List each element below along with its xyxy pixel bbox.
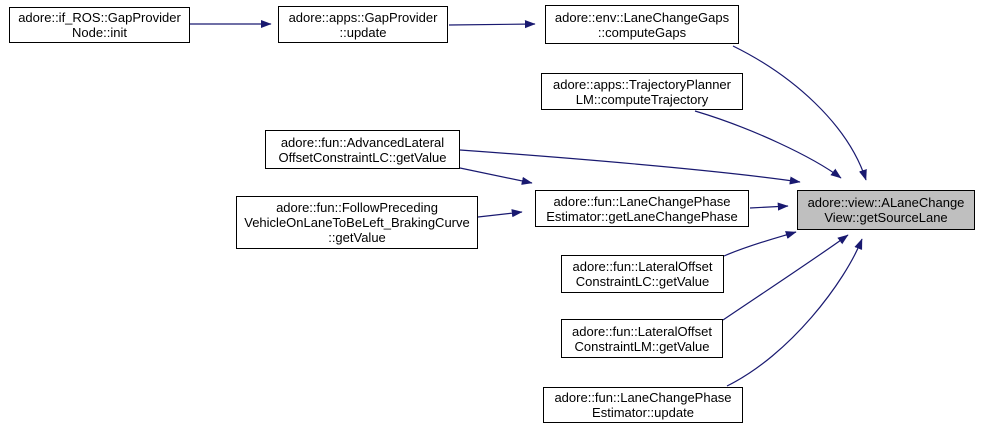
node-label-line: ::update <box>339 24 387 40</box>
node-label-line: adore::apps::TrajectoryPlanner <box>552 76 731 92</box>
node-advanced-lateral-offset-constraint-lc-get-value[interactable]: adore::fun::AdvancedLateral OffsetConstr… <box>265 130 460 169</box>
node-lateral-offset-constraint-lm-get-value[interactable]: adore::fun::LateralOffset ConstraintLM::… <box>561 319 723 358</box>
node-label-line: ::getValue <box>328 230 386 245</box>
edge-update-to-computegaps <box>448 20 536 29</box>
node-follow-preceding-vehicle-braking-curve-get-value[interactable]: adore::fun::FollowPreceding VehicleOnLan… <box>236 196 478 249</box>
node-label-line: adore::env::LaneChangeGaps <box>554 9 730 25</box>
edge-estimatorupdate-to-getsourcelane <box>726 238 863 387</box>
node-label-line: Estimator::update <box>592 405 694 420</box>
edge-lateraloffsetlm-to-getsourcelane <box>722 234 849 321</box>
node-label-line: ::computeGaps <box>597 24 687 40</box>
node-label-line: adore::view::ALaneChange <box>807 195 965 210</box>
edge-trajectoryplannerlm-to-getsourcelane <box>694 110 842 179</box>
node-gap-provider-update[interactable]: adore::apps::GapProvider ::update <box>278 6 448 43</box>
node-lateral-offset-constraint-lc-get-value[interactable]: adore::fun::LateralOffset ConstraintLC::… <box>561 255 724 293</box>
node-label-line: OffsetConstraintLC::getValue <box>278 149 447 165</box>
node-alanechangeview-get-source-lane: adore::view::ALaneChange View::getSource… <box>797 190 975 230</box>
node-label-line: adore::fun::LaneChangePhase <box>553 193 731 209</box>
edge-followpreceding-to-getlanechangephase <box>477 209 523 218</box>
node-label-line: Estimator::getLaneChangePhase <box>546 208 738 224</box>
node-label-line: LM::computeTrajectory <box>575 91 709 107</box>
node-lane-change-phase-estimator-get-lane-change-phase[interactable]: adore::fun::LaneChangePhase Estimator::g… <box>535 190 749 227</box>
edge-lateraloffsetlc-to-getsourcelane <box>723 231 797 257</box>
node-label-line: adore::fun::FollowPreceding <box>276 200 438 215</box>
edge-advancedlateral-to-getlanechangephase <box>459 167 533 185</box>
edge-getlanechangephase-to-getsourcelane <box>749 202 789 211</box>
node-gap-provider-node-init[interactable]: adore::if_ROS::GapProvider Node::init <box>9 7 190 43</box>
node-lane-change-gaps-compute-gaps[interactable]: adore::env::LaneChangeGaps ::computeGaps <box>545 5 739 44</box>
node-label-line: adore::fun::LateralOffset <box>572 323 712 339</box>
node-label-line: ConstraintLM::getValue <box>574 338 710 354</box>
node-label-line: adore::if_ROS::GapProvider <box>18 10 181 25</box>
node-label-line: adore::apps::GapProvider <box>288 9 438 25</box>
node-lane-change-phase-estimator-update[interactable]: adore::fun::LaneChangePhase Estimator::u… <box>543 387 743 423</box>
edge-computegaps-to-getsourcelane <box>732 45 867 181</box>
node-label-line: VehicleOnLaneToBeLeft_BrakingCurve <box>244 215 470 230</box>
node-label-line: adore::fun::AdvancedLateral <box>280 134 445 150</box>
node-trajectory-planner-lm-compute-trajectory[interactable]: adore::apps::TrajectoryPlanner LM::compu… <box>541 73 743 110</box>
node-label-line: ConstraintLC::getValue <box>575 274 710 289</box>
node-label-line: adore::fun::LaneChangePhase <box>554 390 732 405</box>
node-label-line: Node::init <box>72 25 127 40</box>
node-label-line: View::getSourceLane <box>824 210 948 225</box>
edge-advancedlateral-to-getsourcelane <box>459 149 801 185</box>
node-label-line: adore::fun::LateralOffset <box>572 259 713 274</box>
